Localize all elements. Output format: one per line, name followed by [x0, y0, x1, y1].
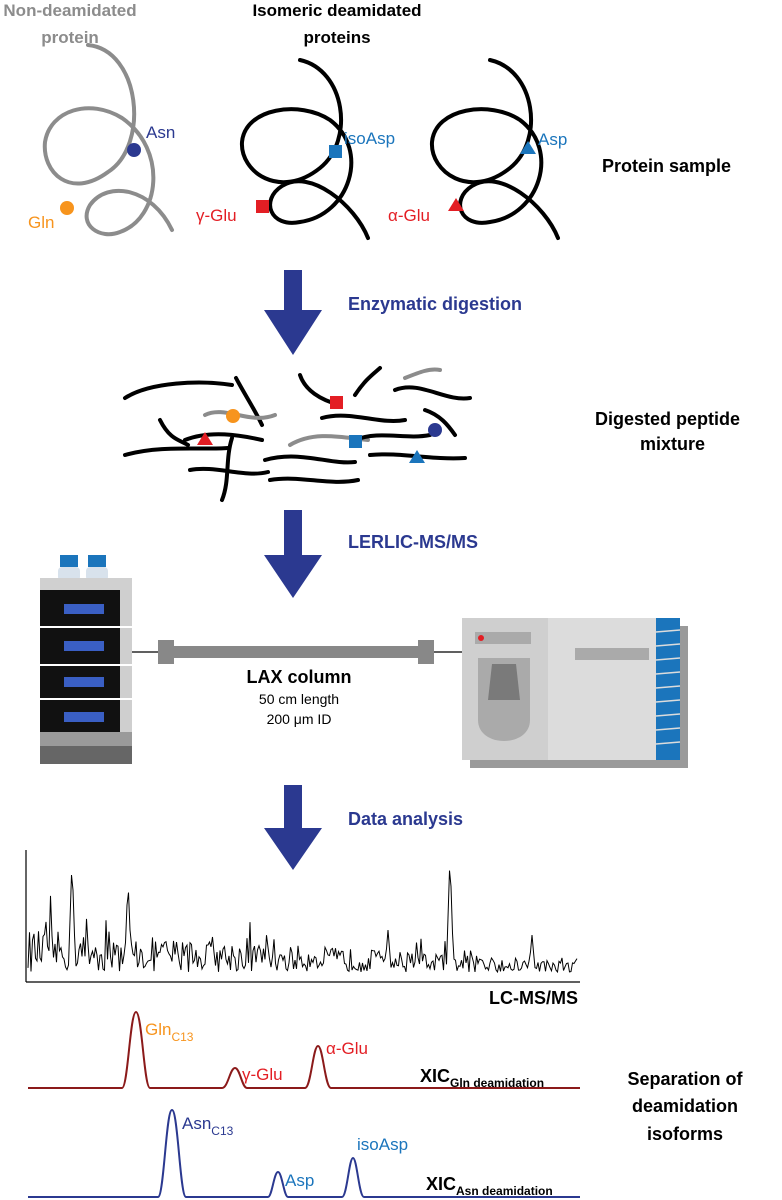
xic-gln-label: XICGln deamidation	[420, 1066, 544, 1090]
nondeamidated-label-line2: protein	[41, 28, 99, 47]
lax-column	[132, 640, 470, 664]
nondeamidated-label-line1: Non-deamidated	[3, 1, 136, 20]
gamma-glu-label: γ-Glu	[196, 206, 237, 225]
mass-spectrometer	[462, 618, 688, 768]
gamma-glu-square-marker	[256, 200, 269, 213]
digested-label-line2: mixture	[640, 434, 705, 454]
peptide-isoasp-square	[349, 435, 362, 448]
peptide-alpha-glu-triangle	[197, 432, 213, 445]
protein-isoasp-gammaglu: isoAsp γ-Glu	[196, 58, 395, 240]
peptide-gln-circle	[226, 409, 240, 423]
xic-gln-trace	[28, 1010, 580, 1089]
peak-asn-c13-label: AsnC13	[182, 1114, 234, 1138]
protein-sample-label: Protein sample	[602, 156, 731, 176]
data-analysis-label: Data analysis	[348, 809, 463, 829]
digested-label-line1: Digested peptide	[595, 409, 740, 429]
asp-label: Asp	[538, 130, 567, 149]
column-id-label: 200 μm ID	[267, 711, 332, 727]
peptide-asn-circle	[428, 423, 442, 437]
hplc-instrument	[40, 555, 132, 764]
protein-asp-alphaglu: Asp α-Glu	[388, 58, 567, 240]
separation-label-line2: deamidation	[632, 1096, 738, 1116]
down-arrow-digestion	[264, 270, 322, 355]
peak-asp-label: Asp	[285, 1171, 314, 1190]
down-arrow-lerlic	[264, 510, 322, 598]
asn-circle-marker	[127, 143, 141, 157]
asn-label: Asn	[146, 123, 175, 142]
enzymatic-digestion-label: Enzymatic digestion	[348, 294, 522, 314]
separation-label-line1: Separation of	[627, 1069, 743, 1089]
peptide-asp-triangle	[409, 450, 425, 463]
protein-nondeamidated: Asn Gln	[28, 43, 175, 237]
gln-label: Gln	[28, 213, 54, 232]
column-name-label: LAX column	[246, 667, 351, 687]
column-length-label: 50 cm length	[259, 691, 339, 707]
isoasp-label: isoAsp	[344, 129, 395, 148]
isomeric-label-line1: Isomeric deamidated	[252, 1, 421, 20]
peak-gamma-glu-label: γ-Glu	[242, 1065, 283, 1084]
lcms-tic-trace	[27, 870, 578, 974]
peak-gln-c13-label: GlnC13	[145, 1020, 194, 1044]
xic-asn-label: XICAsn deamidation	[426, 1174, 553, 1198]
peak-isoasp-label: isoAsp	[357, 1135, 408, 1154]
down-arrow-data-analysis	[264, 785, 322, 870]
peak-alpha-glu-label: α-Glu	[326, 1039, 368, 1058]
asp-triangle-marker	[520, 141, 536, 154]
isomeric-label-line2: proteins	[303, 28, 370, 47]
separation-label-line3: isoforms	[647, 1124, 723, 1144]
gln-circle-marker	[60, 201, 74, 215]
digested-peptide-mixture	[123, 366, 472, 502]
lerlic-label: LERLIC-MS/MS	[348, 532, 478, 552]
alpha-glu-triangle-marker	[448, 198, 464, 211]
xic-asn-trace	[28, 1108, 580, 1198]
lcms-chromatogram-panel	[25, 850, 580, 983]
isoasp-square-marker	[329, 145, 342, 158]
alpha-glu-label: α-Glu	[388, 206, 430, 225]
peptide-gamma-glu-square	[330, 396, 343, 409]
lcms-label: LC-MS/MS	[489, 988, 578, 1008]
